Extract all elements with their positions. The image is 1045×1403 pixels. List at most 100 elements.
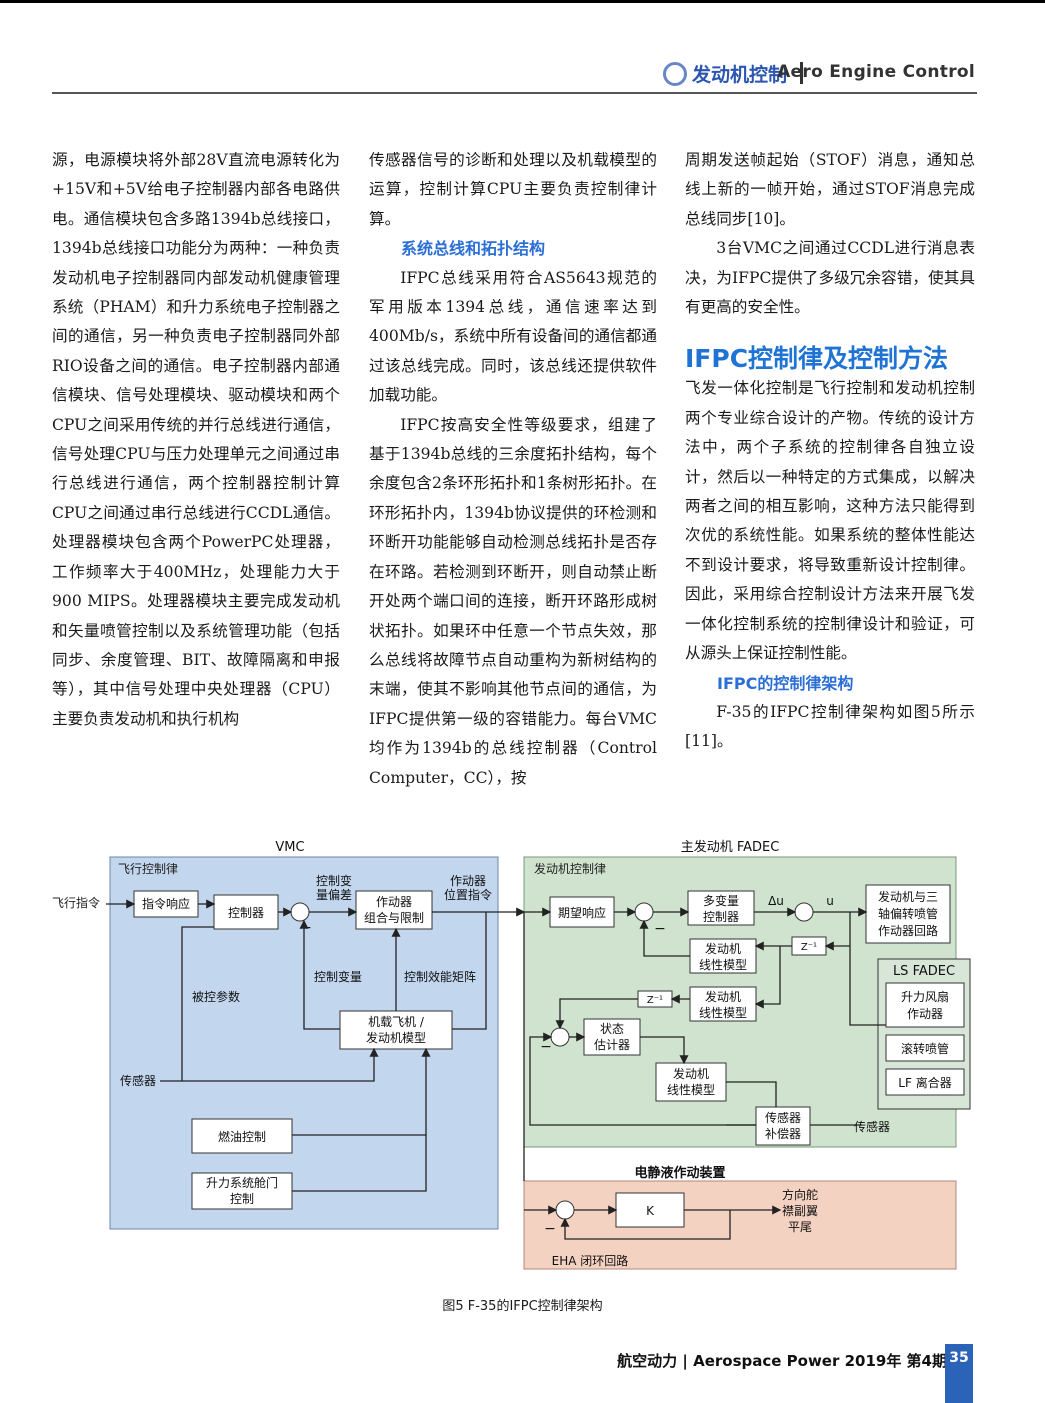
state-estimator-block	[583, 1018, 641, 1056]
header-section-en: Aero Engine Control	[777, 62, 975, 82]
linear-model-2	[689, 986, 757, 1022]
header-section-cn: 发动机控制	[691, 64, 787, 86]
sum-junction	[290, 902, 310, 922]
actuator-text: 组合与限制	[364, 910, 424, 925]
position-cmd-label: 作动器	[450, 874, 486, 888]
u-label: u	[826, 894, 834, 908]
section-heading: 系统总线和拓扑结构	[401, 239, 546, 259]
desired-resp-block	[549, 896, 615, 928]
lf-clutch-block	[885, 1068, 965, 1096]
lin3-text: 线性模型	[667, 1083, 715, 1097]
roll-nozzle-block	[885, 1034, 965, 1062]
lin2-text: 发动机	[705, 989, 741, 1004]
surface-label: 平尾	[788, 1220, 812, 1234]
fuel-text: 燃油控制	[218, 1129, 266, 1144]
fuel-control-block	[191, 1118, 293, 1154]
state-text: 状态	[600, 1022, 624, 1036]
figure-5-diagram: VMC 主发动机 FADEC 电静液作动装置 飞行控制律 发动机控制律 飞行指令…	[52, 839, 971, 1270]
figure-caption: 图5 F-35的IFPC控制律架构	[442, 1299, 603, 1314]
eha-title: 电静液作动装置	[634, 1165, 725, 1181]
header-rule	[52, 92, 977, 94]
cmd-resp-text: 指令响应	[142, 896, 190, 911]
deviation-label: 控制变	[316, 873, 352, 888]
paragraph: F-35的IFPC控制律架构如图5所示[11]。	[685, 702, 975, 751]
gear-logo-icon	[663, 62, 687, 86]
fadec-title: 主发动机 FADEC	[681, 839, 780, 855]
ctl-var-label: 控制变量	[314, 969, 362, 984]
z1-text: Z⁻¹	[801, 942, 817, 953]
lift-text: 控制	[230, 1192, 254, 1206]
controller-block	[213, 894, 279, 930]
lin1-text: 线性模型	[699, 958, 747, 972]
sum-junction	[550, 1027, 570, 1047]
lift-text: 升力系统舱门	[206, 1175, 278, 1190]
k-text: K	[646, 1204, 655, 1218]
controller-text: 控制器	[228, 906, 264, 920]
desired-text: 期望响应	[558, 905, 606, 920]
flight-cmd-label: 飞行指令	[52, 895, 100, 910]
actuator-text: 作动器	[376, 895, 412, 909]
lin3-text: 发动机	[673, 1066, 709, 1081]
eha-panel	[523, 1180, 957, 1270]
flight-law-label: 飞行控制律	[118, 862, 178, 876]
lift-fan-block	[885, 982, 965, 1028]
sensor-label: 传感器	[120, 1073, 156, 1088]
loop-text: 作动器回路	[878, 923, 938, 938]
ctl-eff-label: 控制效能矩阵	[404, 969, 476, 984]
section-title: IFPC控制律及控制方法	[685, 344, 949, 374]
sum-junction	[634, 902, 654, 922]
z2-text: Z⁻¹	[647, 995, 663, 1006]
ls-fadec-title: LS FADEC	[893, 964, 955, 979]
position-cmd-label: 位置指令	[444, 887, 492, 902]
linear-model-3	[655, 1062, 727, 1102]
engine-law-label: 发动机控制律	[534, 861, 606, 876]
column-2: 传感器信号的诊断和处理以及机载模型的运算，控制计算CPU主要负责控制律计算。 系…	[369, 146, 657, 793]
mv-controller-block	[687, 890, 755, 926]
column-1: 源，电源模块将外部28V直流电源转化为+15V和+5V给电子控制器内部各电路供电…	[52, 146, 340, 734]
sum-junction	[794, 902, 814, 922]
sum-junction	[555, 1200, 575, 1220]
roll-text: 滚转喷管	[901, 1041, 949, 1056]
minus-sign: −	[654, 921, 666, 937]
section-heading: IFPC的控制律架构	[717, 673, 854, 693]
lin2-text: 线性模型	[699, 1006, 747, 1020]
journal-footer: 航空动力 | Aerospace Power 2019年 第4期	[617, 1352, 947, 1370]
comp-text: 补偿器	[765, 1126, 801, 1141]
du-label: Δu	[768, 894, 784, 908]
loop-text: 轴偏转喷管	[878, 906, 938, 921]
top-rule	[0, 0, 1045, 3]
fan-text: 作动器	[907, 1007, 943, 1021]
model-text: 发动机模型	[366, 1030, 426, 1045]
surface-label: 襟副翼	[782, 1203, 818, 1218]
lift-door-block	[191, 1172, 293, 1210]
mv-text: 控制器	[703, 910, 739, 924]
paragraph: 周期发送帧起始（STOF）消息，通知总线上新的一帧开始，通过STOF消息完成总线…	[685, 151, 975, 228]
linear-model-1	[689, 938, 757, 974]
paragraph: IFPC按高安全性等级要求，组建了基于1394b总线的三余度拓扑结构，每个余度包…	[369, 415, 657, 787]
minus-sign: −	[544, 1221, 556, 1237]
controlled-param-label: 被控参数	[192, 989, 240, 1004]
lf-text: LF 离合器	[898, 1075, 951, 1090]
sensor-compensator-block	[755, 1106, 811, 1146]
minus-sign: −	[540, 1039, 552, 1055]
page-number-box	[945, 1344, 973, 1403]
comp-text: 传感器	[765, 1110, 801, 1125]
running-header: 发动机控制 Aero Engine Control	[52, 56, 977, 94]
minus-sign: −	[300, 920, 312, 936]
vmc-title: VMC	[275, 840, 304, 855]
header-divider	[800, 62, 803, 84]
lin1-text: 发动机	[705, 941, 741, 956]
column-3: 周期发送帧起始（STOF）消息，通知总线上新的一帧开始，通过STOF消息完成总线…	[685, 146, 975, 757]
paragraph: 传感器信号的诊断和处理以及机载模型的运算，控制计算CPU主要负责控制律计算。	[369, 151, 657, 228]
deviation-label: 量偏差	[316, 887, 352, 902]
onboard-model-block	[339, 1010, 453, 1050]
paragraph: 飞发一体化控制是飞行控制和发动机控制两个专业综合设计的产物。传统的设计方法中，两…	[685, 379, 975, 663]
page-number: 35	[949, 1350, 969, 1366]
paragraph: IFPC总线采用符合AS5643规范的军用版本1394总线，通信速率达到400M…	[369, 268, 657, 405]
paragraph: 源，电源模块将外部28V直流电源转化为+15V和+5V给电子控制器内部各电路供电…	[52, 151, 340, 728]
eha-loop-label: EHA 闭环回路	[552, 1253, 629, 1268]
fan-text: 升力风扇	[901, 989, 949, 1004]
surface-label: 方向舵	[782, 1187, 818, 1202]
loop-text: 发动机与三	[878, 889, 938, 904]
paragraph: 3台VMC之间通过CCDL进行消息表决，为IFPC提供了多级冗余容错，使其具有更…	[685, 239, 975, 317]
